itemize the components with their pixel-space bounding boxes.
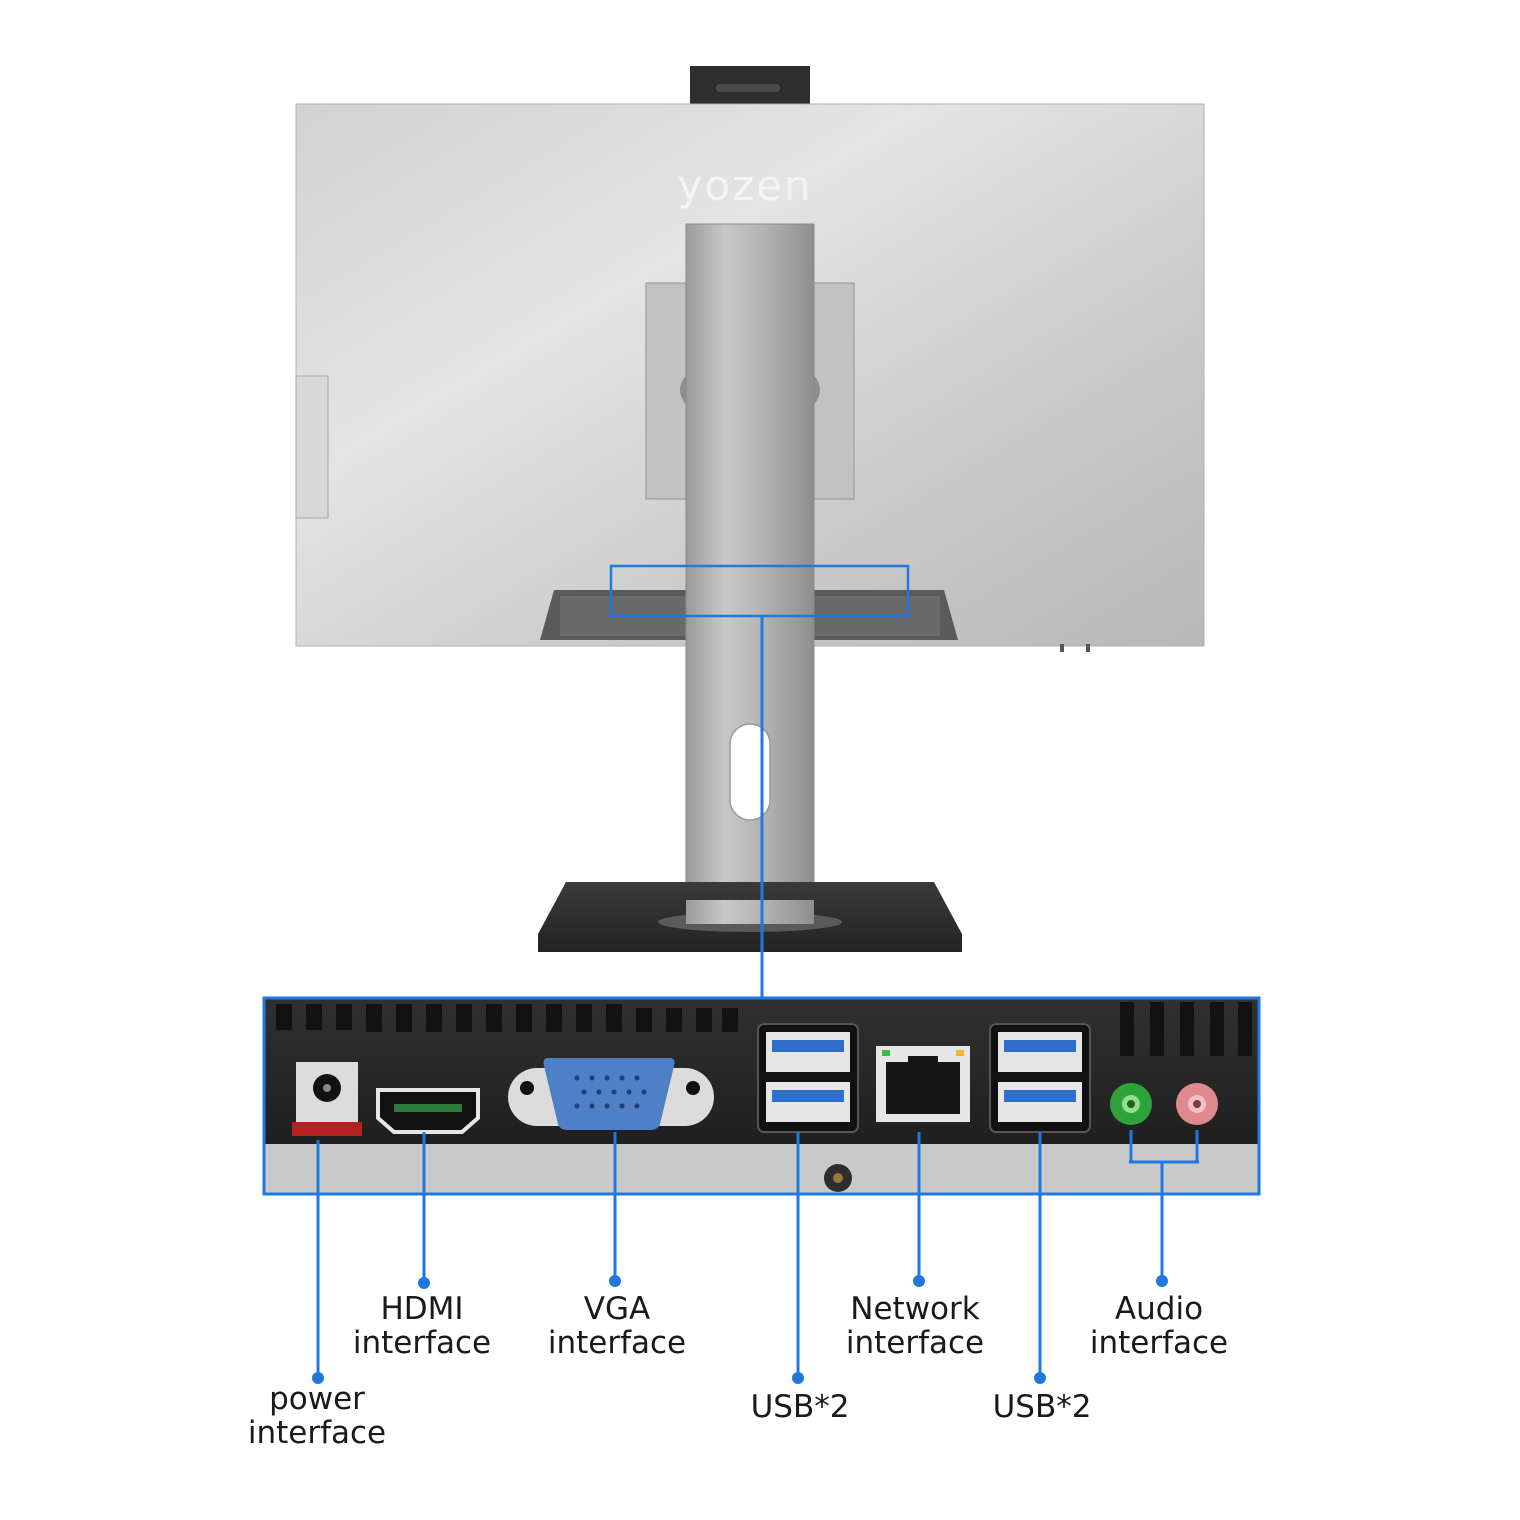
vga-port-icon <box>508 1058 714 1130</box>
webcam <box>690 66 810 108</box>
port-panel <box>262 996 1261 1196</box>
network-label-line2: interface <box>845 1325 985 1361</box>
power-label-line1: power <box>269 1381 365 1417</box>
power-label-line2: interface <box>247 1415 387 1451</box>
usb-port-icon <box>757 1023 859 1133</box>
lock-slot-icon <box>824 1164 852 1192</box>
brand-logo: yozen <box>677 161 812 210</box>
usb-left-label-line1: USB*2 <box>750 1389 850 1425</box>
audio-interface-label: Audio interface <box>1090 1292 1228 1360</box>
audio-jack-icon <box>1110 1083 1218 1125</box>
network-label-line1: Network <box>850 1291 980 1327</box>
vga-interface-label: VGA interface <box>548 1292 686 1360</box>
hdmi-label-line1: HDMI <box>380 1291 464 1327</box>
usb-right-label: USB*2 <box>993 1390 1092 1424</box>
usb-left-label: USB*2 <box>751 1390 850 1424</box>
port-area-highlight <box>609 564 910 618</box>
hdmi-interface-label: HDMI interface <box>353 1292 491 1360</box>
vent-slots <box>276 1002 1252 1056</box>
callout-lines <box>312 1130 1199 1384</box>
hdmi-port-icon <box>376 1088 480 1134</box>
ethernet-port-icon <box>876 1046 970 1122</box>
stand-base <box>538 882 962 952</box>
hdmi-label-line2: interface <box>352 1325 492 1361</box>
stand-pole <box>685 223 815 931</box>
network-interface-label: Network interface <box>846 1292 984 1360</box>
power-jack-icon <box>292 1062 362 1136</box>
usb-port-icon <box>989 1023 1091 1133</box>
audio-label-line2: interface <box>1089 1325 1229 1361</box>
vga-label-line1: VGA <box>583 1291 651 1327</box>
audio-label-line1: Audio <box>1114 1291 1204 1327</box>
vga-label-line2: interface <box>547 1325 687 1361</box>
power-interface-label: power interface <box>248 1382 386 1450</box>
usb-right-label-line1: USB*2 <box>992 1389 1092 1425</box>
